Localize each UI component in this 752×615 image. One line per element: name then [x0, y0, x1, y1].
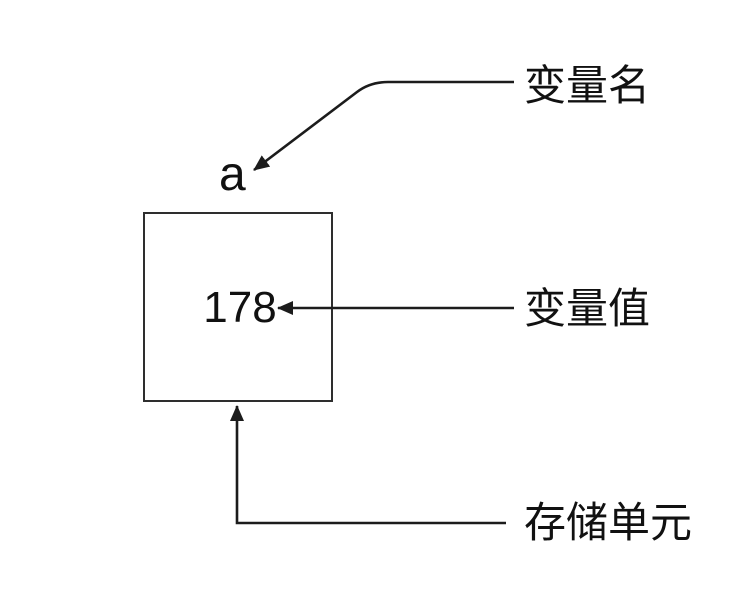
storage-unit-arrow: [230, 405, 506, 525]
variable-name-arrow: [253, 80, 514, 172]
variable-name-text: a: [219, 148, 246, 201]
variable-value-label: 变量值: [524, 285, 650, 332]
variable-name-label: 变量名: [524, 62, 650, 109]
variable-value-text: 178: [203, 283, 276, 332]
storage-unit-label: 存储单元: [524, 499, 692, 546]
